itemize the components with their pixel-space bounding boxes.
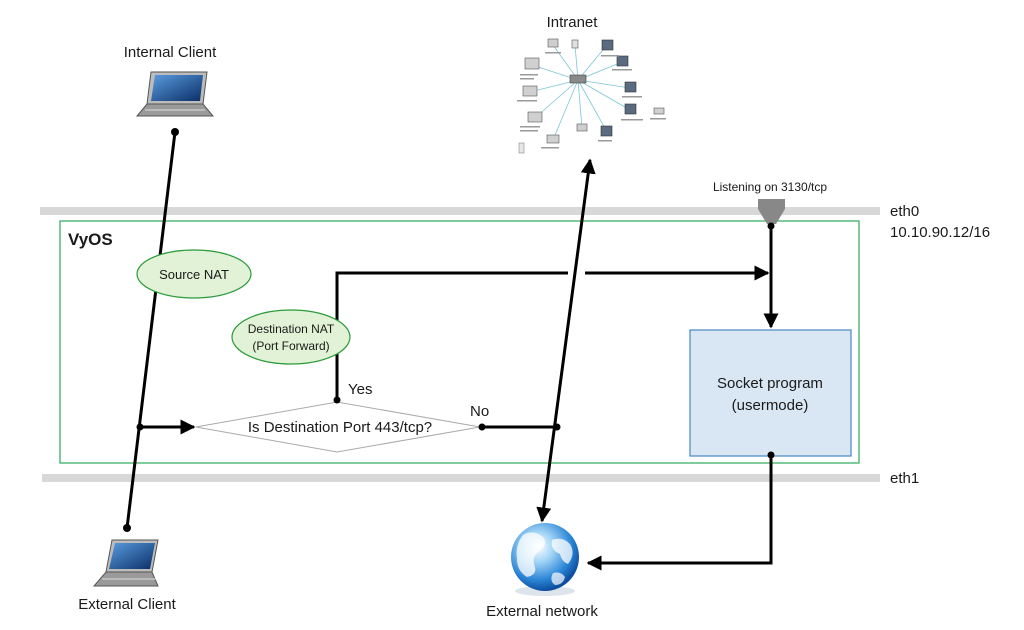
listening-label: Listening on 3130/tcp xyxy=(713,180,827,194)
intranet-label: Intranet xyxy=(547,14,599,31)
yes-path xyxy=(335,271,568,400)
socket-program-sublabel: (usermode) xyxy=(732,397,809,414)
external-client-laptop-icon xyxy=(92,539,159,587)
internal-client-label: Internal Client xyxy=(124,44,217,61)
branch-dot xyxy=(136,423,144,431)
eth1-label: eth1 xyxy=(890,470,919,487)
no-dot xyxy=(478,423,486,431)
eth0-interface-bar xyxy=(40,207,880,215)
destination-nat-sublabel: (Port Forward) xyxy=(252,339,329,353)
client-path-end-dot xyxy=(123,524,131,532)
port-funnel-icon xyxy=(758,199,785,224)
source-nat-ellipse xyxy=(136,249,252,299)
no-label: No xyxy=(470,403,489,420)
external-client-label: External Client xyxy=(78,596,176,613)
yes-label: Yes xyxy=(348,381,372,398)
vyos-label: VyOS xyxy=(68,230,113,249)
port-dot xyxy=(767,222,775,230)
socket-program-label: Socket program xyxy=(717,375,823,392)
external-network-label: External network xyxy=(486,603,598,620)
source-nat-label: Source NAT xyxy=(159,267,229,282)
decision-label: Is Destination Port 443/tcp? xyxy=(248,419,432,436)
eth0-label: eth0 xyxy=(890,203,919,220)
vyos-box xyxy=(59,220,860,464)
network-topology-icon xyxy=(517,38,666,154)
eth0-ip-label: 10.10.90.12/16 xyxy=(890,224,990,241)
socket-out-dot xyxy=(767,451,775,459)
yes-dot xyxy=(333,396,341,404)
socket-to-external-arrow xyxy=(586,455,773,571)
globe-icon xyxy=(511,523,579,596)
destination-nat-ellipse xyxy=(231,309,351,365)
intranet-external-arrow xyxy=(536,158,596,523)
destination-nat-label: Destination NAT xyxy=(248,322,335,336)
eth1-interface-bar xyxy=(42,474,880,482)
client-path-line xyxy=(125,131,177,529)
client-path-start-dot xyxy=(171,128,179,136)
socket-program-box xyxy=(689,329,852,457)
internal-client-laptop-icon xyxy=(135,71,215,117)
